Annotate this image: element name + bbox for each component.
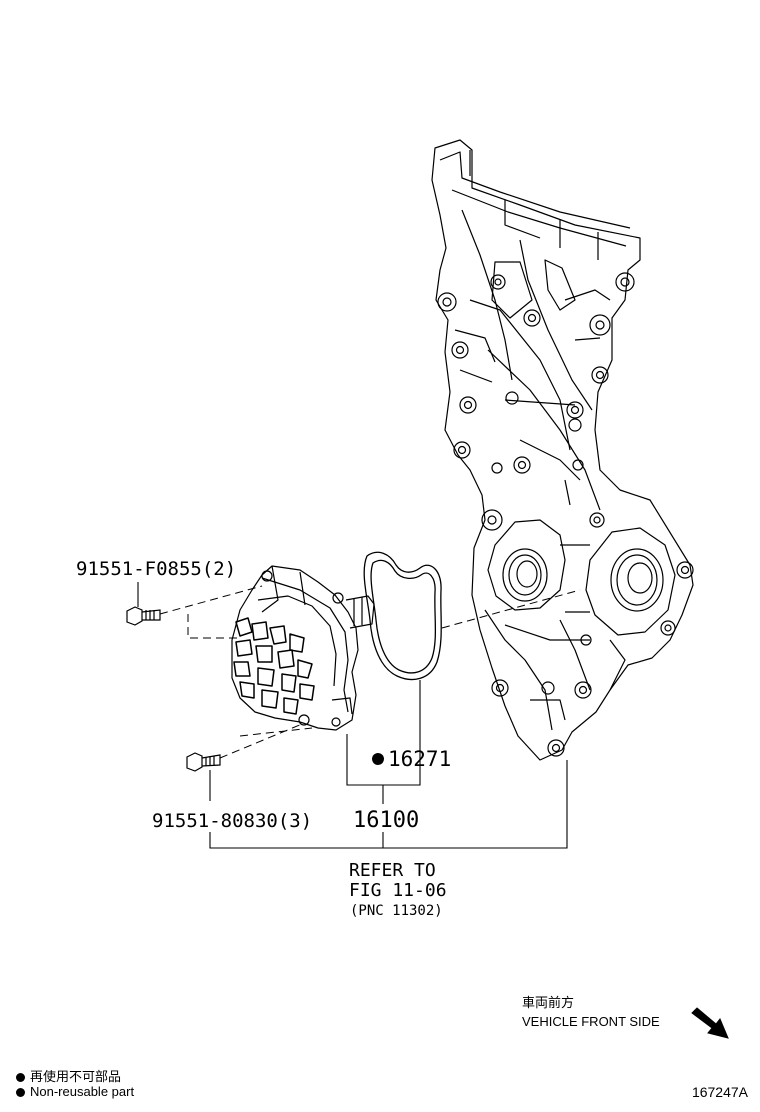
leader-lines: [137, 582, 568, 849]
direction-label-jp: 車両前方: [522, 995, 575, 1010]
bolt-lower-part-number: 91551-80830(3): [152, 810, 312, 832]
legend-jp: 再使用不可部品: [16, 1066, 121, 1085]
impeller-illustration: [233, 617, 315, 715]
water-pump-illustration: [231, 565, 375, 731]
gasket-illustration: [363, 551, 442, 681]
legend-dot-icon: [16, 1088, 25, 1098]
legend-jp-text: 再使用不可部品: [30, 1069, 122, 1084]
front-direction-arrow-icon: [691, 1007, 729, 1039]
reference-line-3: (PNC 11302): [350, 903, 443, 919]
reference-line-2: FIG 11-06: [349, 880, 447, 901]
lower-bolt-illustration: [186, 752, 221, 772]
gasket-part-number: 16271: [388, 747, 451, 771]
legend-en-text: Non-reusable part: [30, 1084, 135, 1099]
reference-line-1: REFER TO: [349, 860, 436, 881]
water-pump-part-number: 16100: [353, 808, 419, 833]
upper-bolt-illustration: [126, 606, 161, 626]
figure-id: 167247A: [691, 1084, 748, 1100]
non-reusable-dot-icon: [372, 753, 384, 765]
bolt-upper-part-number: 91551-F0855(2): [76, 558, 236, 580]
direction-label-en: VEHICLE FRONT SIDE: [522, 1014, 660, 1029]
legend-en: Non-reusable part: [16, 1084, 134, 1099]
assembly-lines: [159, 585, 581, 759]
legend-dot-icon: [16, 1073, 25, 1083]
timing-cover-illustration: [431, 139, 694, 761]
